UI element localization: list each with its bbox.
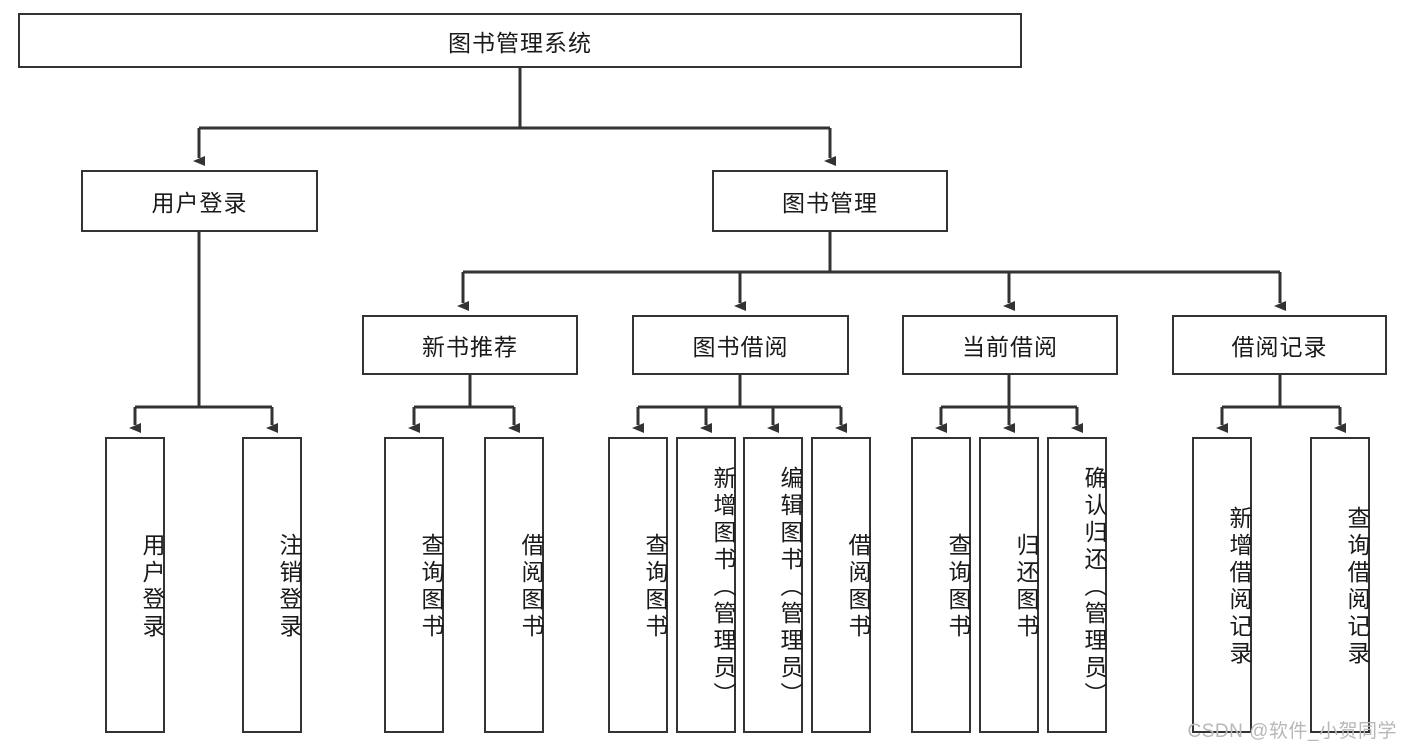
node-label: 借阅记录: [1231, 334, 1328, 360]
node-label: 图书管理系统: [448, 29, 592, 56]
node-root-book-management-system[interactable]: 图书管理系统: [18, 13, 1022, 68]
node-label: 借阅图书: [845, 533, 871, 641]
leaf-book-borrow-query-book[interactable]: 查询图书: [608, 437, 668, 733]
node-current-borrow[interactable]: 当前借阅: [902, 315, 1118, 375]
node-label: 图书借阅: [692, 334, 789, 360]
leaf-book-borrow-add-book-admin[interactable]: 新增图书（管理员）: [676, 437, 736, 733]
leaf-borrow-record-add-record[interactable]: 新增借阅记录: [1192, 437, 1252, 733]
node-user-login[interactable]: 用户登录: [81, 170, 318, 232]
leaf-current-borrow-confirm-return-admin[interactable]: 确认归还（管理员）: [1047, 437, 1107, 733]
node-label: 新增图书（管理员）: [710, 465, 736, 709]
leaf-user-login-logout[interactable]: 注销登录: [242, 437, 302, 733]
node-label: 查询图书: [945, 533, 971, 641]
node-label: 新书推荐: [422, 334, 518, 360]
leaf-current-borrow-query-book[interactable]: 查询图书: [911, 437, 971, 733]
node-label: 借阅图书: [518, 533, 544, 641]
node-book-borrow[interactable]: 图书借阅: [632, 315, 849, 375]
node-label: 用户登录: [151, 190, 248, 216]
node-label: 用户登录: [139, 533, 165, 641]
leaf-new-book-borrow-book[interactable]: 借阅图书: [484, 437, 544, 733]
leaf-book-borrow-edit-book-admin[interactable]: 编辑图书（管理员）: [743, 437, 803, 733]
node-label: 编辑图书（管理员）: [777, 465, 803, 709]
leaf-borrow-record-query-record[interactable]: 查询借阅记录: [1310, 437, 1370, 733]
node-label: 注销登录: [276, 533, 302, 641]
node-new-book-recommend[interactable]: 新书推荐: [362, 315, 578, 375]
node-label: 查询借阅记录: [1344, 506, 1370, 668]
node-label: 新增借阅记录: [1226, 506, 1252, 668]
node-label: 查询图书: [642, 533, 668, 641]
leaf-new-book-query-book[interactable]: 查询图书: [384, 437, 444, 733]
node-label: 查询图书: [418, 533, 444, 641]
node-label: 确认归还（管理员）: [1081, 465, 1107, 709]
leaf-current-borrow-return-book[interactable]: 归还图书: [979, 437, 1039, 733]
node-book-management[interactable]: 图书管理: [712, 170, 948, 232]
node-label: 图书管理: [782, 190, 878, 216]
leaf-user-login-login[interactable]: 用户登录: [105, 437, 165, 733]
leaf-book-borrow-borrow-book[interactable]: 借阅图书: [811, 437, 871, 733]
node-label: 当前借阅: [962, 334, 1058, 360]
node-borrow-record[interactable]: 借阅记录: [1172, 315, 1387, 375]
csdn-watermark: CSDN @软件_小贺同学: [1187, 721, 1397, 742]
node-label: 归还图书: [1013, 533, 1039, 641]
